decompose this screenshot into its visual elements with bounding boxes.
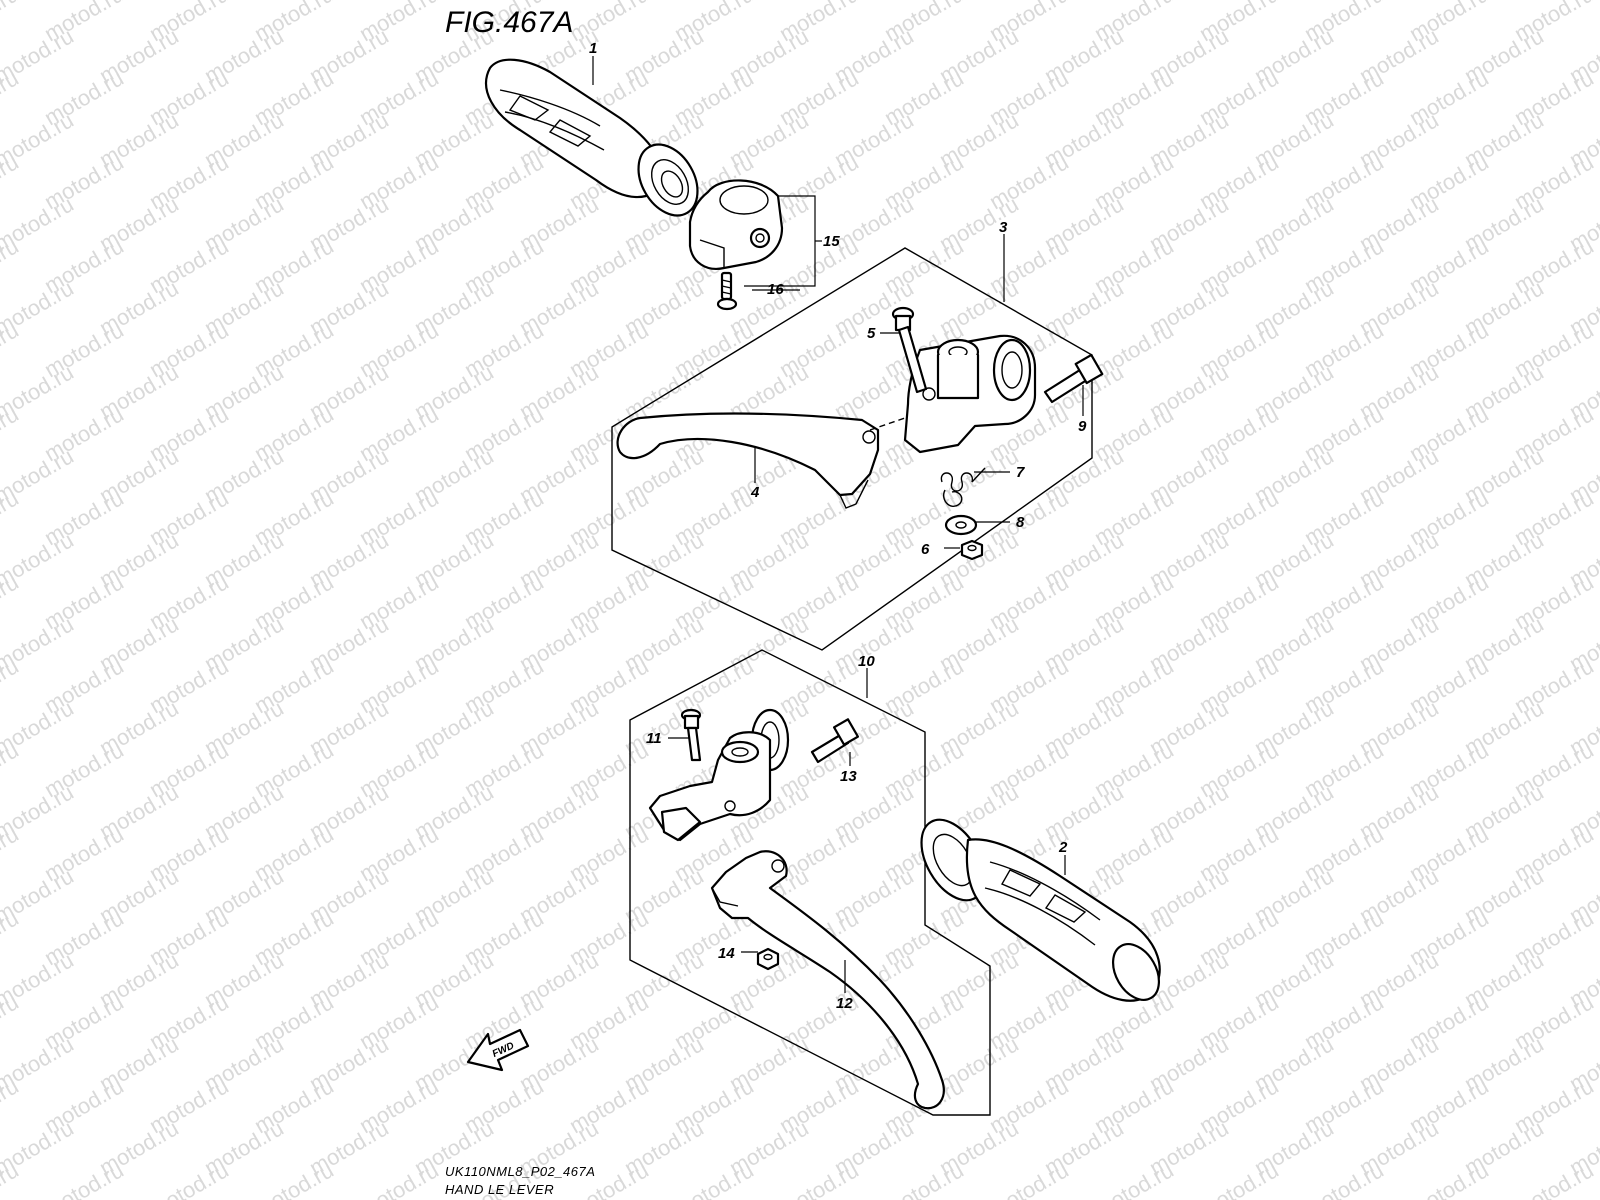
callout-8: 8 [1016,514,1025,531]
callout-14: 14 [718,945,735,962]
lever-4 [616,412,906,509]
watermark-text: motod.ru [1405,1157,1493,1200]
watermark-text: motod.ru [775,1157,863,1200]
watermark-text: motod.ru [1300,1157,1388,1200]
watermark-text: motod.ru [880,1157,968,1200]
watermark-text: motod.ru [985,1157,1073,1200]
footer-name: HAND LE LEVER [445,1182,554,1197]
callout-15: 15 [823,233,840,250]
watermark-text: motod.ru [40,1157,128,1200]
throttle-housing [688,179,784,270]
spring-7 [940,467,986,507]
grip-right [920,818,1161,1002]
callout-16: 16 [767,281,784,298]
screw-16 [716,271,738,311]
lever-12 [710,850,945,1110]
watermark-text: motod.ru [355,1157,443,1200]
bolt-9 [1043,353,1104,404]
fwd-arrow: FWD [466,1028,530,1072]
callout-4: 4 [750,484,760,501]
callout-6: 6 [921,541,930,558]
callout-labels: 1 2 3 4 5 6 7 8 9 10 11 12 13 14 15 16 [589,40,1087,1012]
grip-left [485,58,699,217]
lever-bracket-upper [903,334,1037,454]
callout-9: 9 [1078,418,1087,435]
nut-6 [960,539,984,561]
nut-14 [756,947,780,971]
callout-5: 5 [867,325,876,342]
watermark-text: motod.ru [250,1157,338,1200]
leaders [592,56,1084,993]
bolt-11 [680,708,702,762]
watermark-text: motod.ru [1090,1157,1178,1200]
callout-7: 7 [1016,464,1025,481]
washer-8 [944,514,978,536]
watermark-text: motod.ru [145,1157,233,1200]
callout-1: 1 [589,40,597,57]
lever-bracket-lower [648,708,790,842]
callout-2: 2 [1058,839,1068,856]
bolt-5 [891,306,928,394]
figure-title: FIG.467A [445,6,573,39]
callout-10: 10 [858,653,875,670]
callout-3: 3 [999,219,1008,236]
watermark-text: motod.ru [670,1157,758,1200]
footer-code: UK110NML8_P02_467A [445,1164,595,1179]
group-box-10 [629,649,991,1116]
callout-11: 11 [646,730,662,747]
bolt-13 [810,718,860,764]
callout-13: 13 [840,768,857,785]
watermark-text: motod.ru [0,0,23,46]
watermark-text: motod.ru [1510,1157,1598,1200]
callout-12: 12 [836,995,853,1012]
watermark-text: motod.ru [1195,1157,1283,1200]
group-box-3 [611,247,1093,651]
